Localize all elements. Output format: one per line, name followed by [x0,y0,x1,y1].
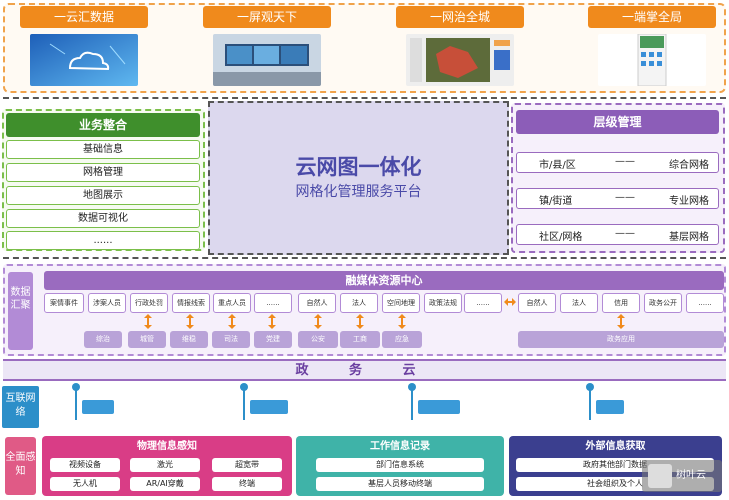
blurred-label [418,400,460,414]
up-down-arrow-icon [356,314,364,329]
watermark-logo-icon [648,464,672,488]
card-mobile-app[interactable]: 一端掌全局 [588,6,716,86]
perception-chip[interactable]: 无人机 [50,477,120,491]
org-box[interactable]: 城管 [128,331,166,348]
level-row-right: 综合网格 [669,160,709,171]
government-cloud-bar: 政 务 云 [3,359,726,381]
level-row[interactable]: 社区/网格 —— 基层网格 [516,224,719,245]
org-box[interactable]: 工商 [340,331,380,348]
connector-icon [240,383,248,420]
card-control-room[interactable]: 一屏观天下 [203,6,331,86]
perception-chip[interactable]: 部门信息系统 [316,458,484,472]
org-box[interactable]: 公安 [298,331,338,348]
perception-chip[interactable]: AR/AI穿戴 [130,477,200,491]
level-row-dash: —— [615,228,635,239]
map-dashboard-image-icon [406,34,514,86]
external-info-title: 外部信息获取 [585,441,646,452]
perception-label: 全面感知 [5,437,36,495]
perception-chip[interactable]: 超宽带 [212,458,282,472]
source-box[interactable]: ...... [254,293,292,313]
control-room-image-icon [213,34,321,86]
org-box[interactable]: 综治 [84,331,122,348]
perception-chip[interactable]: 视频设备 [50,458,120,472]
up-down-arrow-icon [268,314,276,329]
up-down-arrow-icon [398,314,406,329]
level-row-left: 市/县/区 [539,160,576,171]
internet-label: 互联网络 [2,386,39,428]
mobile-app-image-icon [598,34,706,86]
org-box[interactable]: 司法 [212,331,250,348]
org-box[interactable]: 维稳 [170,331,208,348]
source-box[interactable]: 案情事件 [44,293,84,313]
level-row-left: 社区/网格 [539,232,583,243]
blurred-label [82,400,114,414]
platform-center-panel [208,101,509,255]
connector-icon [72,383,80,420]
up-down-arrow-icon [186,314,194,329]
up-down-arrow-icon [144,314,152,329]
level-row-dash: —— [615,156,635,167]
level-management-title: 层级管理 [516,110,719,134]
double-arrow-icon [504,298,516,306]
card-title: 一屏观天下 [203,6,331,28]
level-row-right: 基层网格 [669,232,709,243]
source-box[interactable]: 信用 [602,293,640,313]
source-box[interactable]: 自然人 [298,293,336,313]
business-item[interactable]: 地图展示 [6,186,200,205]
business-item[interactable]: ...... [6,231,200,250]
card-cloud-data[interactable]: 一云汇数据 [20,6,148,86]
level-row-left: 镇/街道 [539,196,573,207]
level-row-right: 专业网格 [669,196,709,207]
platform-subtitle: 网格化管理服务平台 [295,184,422,200]
level-row[interactable]: 市/县/区 —— 综合网格 [516,152,719,173]
perception-chip[interactable]: 激光 [130,458,200,472]
source-box[interactable]: ...... [464,293,502,313]
source-box[interactable]: 政务公开 [644,293,682,313]
up-down-arrow-icon [314,314,322,329]
up-down-arrow-icon [617,314,625,329]
org-box[interactable]: 应急 [382,331,422,348]
source-box[interactable]: 涉案人员 [88,293,126,313]
level-row[interactable]: 镇/街道 —— 专业网格 [516,188,719,209]
business-item[interactable]: 网格管理 [6,163,200,182]
org-box[interactable]: 政务应用 [518,331,724,348]
physical-perception-title: 物理信息感知 [137,441,197,452]
source-box[interactable]: ...... [686,293,724,313]
blurred-label [250,400,288,414]
business-item[interactable]: 数据可视化 [6,209,200,228]
card-title: 一网治全城 [396,6,524,28]
data-convergence-label: 数据汇聚 [8,272,33,350]
up-down-arrow-icon [228,314,236,329]
connector-icon [586,383,594,420]
card-map-dashboard[interactable]: 一网治全城 [396,6,524,86]
source-box[interactable]: 情报线索 [172,293,210,313]
card-title: 一端掌全局 [588,6,716,28]
source-box[interactable]: 重点人员 [213,293,251,313]
source-box[interactable]: 行政处罚 [130,293,168,313]
blurred-label [596,400,624,414]
business-integration-title: 业务整合 [6,113,200,137]
card-title: 一云汇数据 [20,6,148,28]
cloud-data-image-icon [30,34,138,86]
source-box[interactable]: 自然人 [518,293,556,313]
level-row-dash: —— [615,192,635,203]
connector-icon [408,383,416,420]
org-box[interactable]: 党建 [254,331,292,348]
source-box[interactable]: 法人 [340,293,378,313]
business-item[interactable]: 基础信息 [6,140,200,159]
source-box[interactable]: 政策法规 [424,293,462,313]
source-box[interactable]: 法人 [560,293,598,313]
platform-band [3,97,726,259]
perception-chip[interactable]: 终端 [212,477,282,491]
source-box[interactable]: 空间地理 [382,293,420,313]
perception-chip[interactable]: 基层人员移动终端 [316,477,484,491]
fusion-media-center-title: 融媒体资源中心 [44,271,724,290]
platform-title: 云网图一体化 [295,155,422,179]
work-record-title: 工作信息记录 [370,441,430,452]
